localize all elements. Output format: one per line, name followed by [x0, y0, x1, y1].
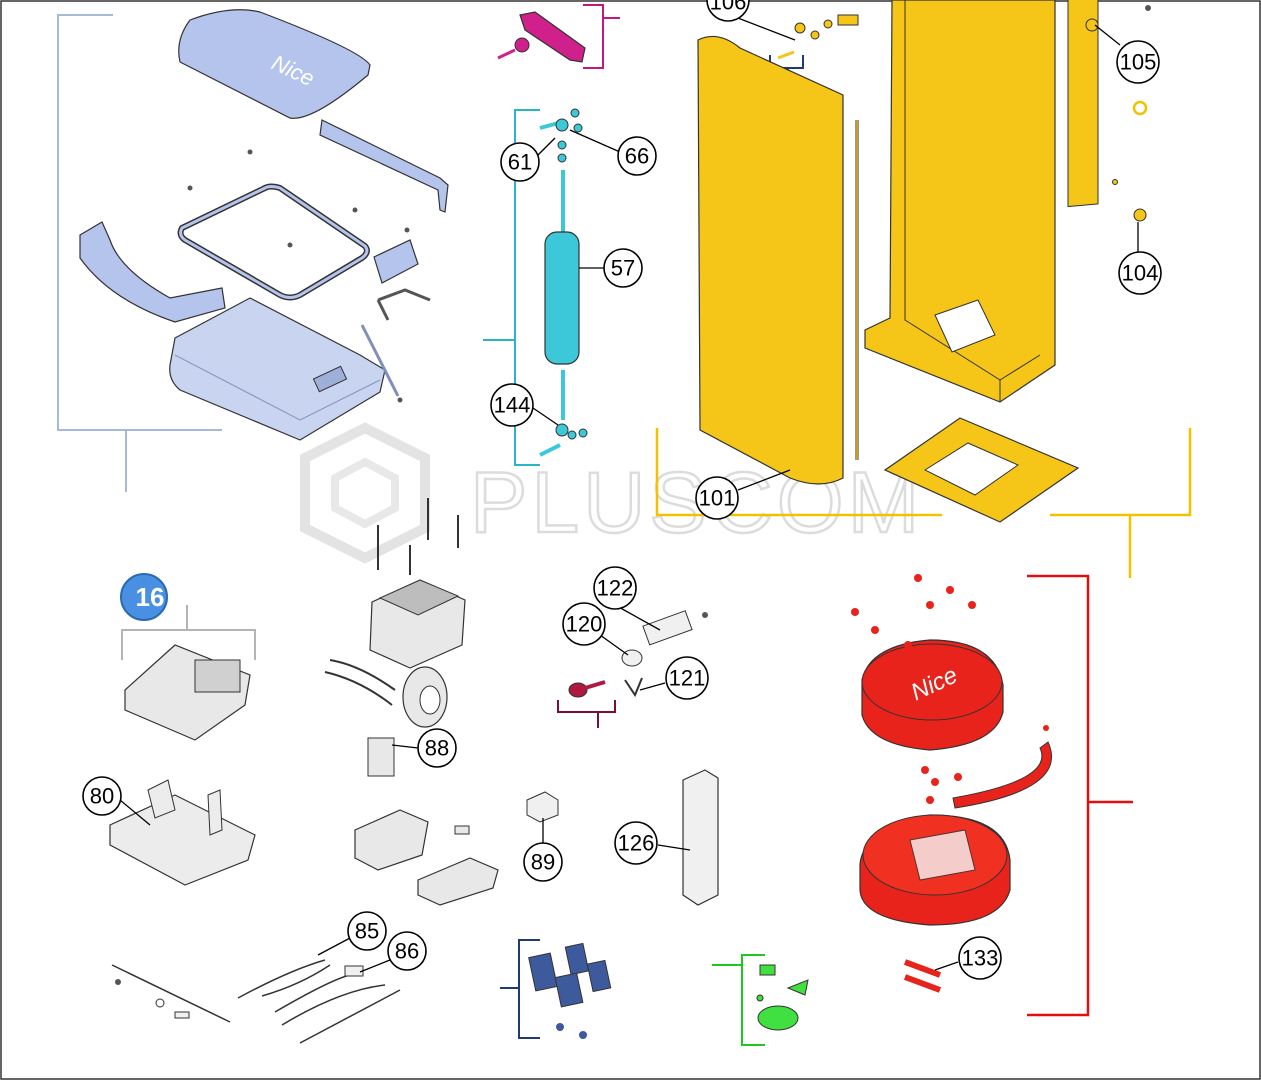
photocell-group	[500, 939, 612, 1039]
callout-120: 120	[562, 602, 606, 646]
callout-121: 121	[665, 656, 709, 700]
svg-text:86: 86	[395, 939, 419, 964]
callout-144: 144	[490, 383, 534, 427]
watermark: PLUSCOM	[300, 422, 923, 564]
callout-104: 104	[1118, 251, 1162, 295]
cabinet-part	[864, 0, 1056, 403]
cables-group	[111, 959, 401, 1044]
svg-text:104: 104	[1122, 261, 1159, 286]
green-group	[712, 954, 809, 1046]
svg-text:122: 122	[597, 576, 634, 601]
motor-group	[324, 498, 499, 906]
lever-part	[519, 11, 586, 63]
svg-text:133: 133	[962, 946, 999, 971]
svg-text:61: 61	[508, 150, 532, 175]
callout-57: 57	[603, 248, 643, 288]
svg-text:85: 85	[355, 919, 379, 944]
svg-text:105: 105	[1120, 50, 1157, 75]
lever-group	[497, 4, 620, 69]
callout-61: 61	[500, 142, 540, 182]
svg-text:80: 80	[90, 784, 114, 809]
cover-group: Nice	[57, 9, 449, 492]
column-group	[655, 0, 1192, 578]
top-lid-part	[178, 9, 371, 119]
gas-spring-part	[544, 231, 580, 365]
callout-122: 122	[593, 566, 637, 610]
callout-88: 88	[417, 728, 457, 768]
leader-lines	[119, 7, 1139, 973]
watermark-text: PLUSCOM	[470, 455, 923, 551]
svg-text:66: 66	[625, 144, 649, 169]
svg-text:89: 89	[531, 850, 555, 875]
svg-text:126: 126	[618, 831, 655, 856]
front-panel-part	[697, 35, 844, 485]
callout-106: 106	[706, 0, 750, 22]
callout-86: 86	[387, 931, 427, 971]
bracket-lightblue	[57, 14, 222, 431]
callout-80: 80	[82, 776, 122, 816]
svg-text:88: 88	[425, 736, 449, 761]
spring-group	[483, 108, 588, 466]
assembly-badge	[120, 573, 168, 621]
callout-101: 101	[695, 476, 739, 520]
profile-part	[682, 769, 719, 906]
callout-126: 126	[614, 821, 658, 865]
callout-89: 89	[523, 842, 563, 882]
svg-text:121: 121	[669, 666, 706, 691]
callouts: 105 104 106 101 61 66 57 144 122 120 121…	[82, 0, 1162, 980]
mounting-plate-part	[109, 794, 256, 886]
assembly-badge-label: 16	[136, 582, 165, 612]
control-board-group: 16	[109, 573, 256, 886]
svg-text:144: 144	[494, 393, 531, 418]
callout-85: 85	[347, 911, 387, 951]
callout-66: 66	[617, 136, 657, 176]
svg-text:101: 101	[699, 486, 736, 511]
svg-text:106: 106	[710, 0, 747, 15]
callout-133: 133	[958, 936, 1002, 980]
svg-text:120: 120	[566, 612, 603, 637]
lamp-group: Nice	[851, 574, 1133, 1017]
release-group	[526, 610, 719, 906]
svg-text:57: 57	[611, 256, 635, 281]
callout-105: 105	[1116, 40, 1160, 84]
